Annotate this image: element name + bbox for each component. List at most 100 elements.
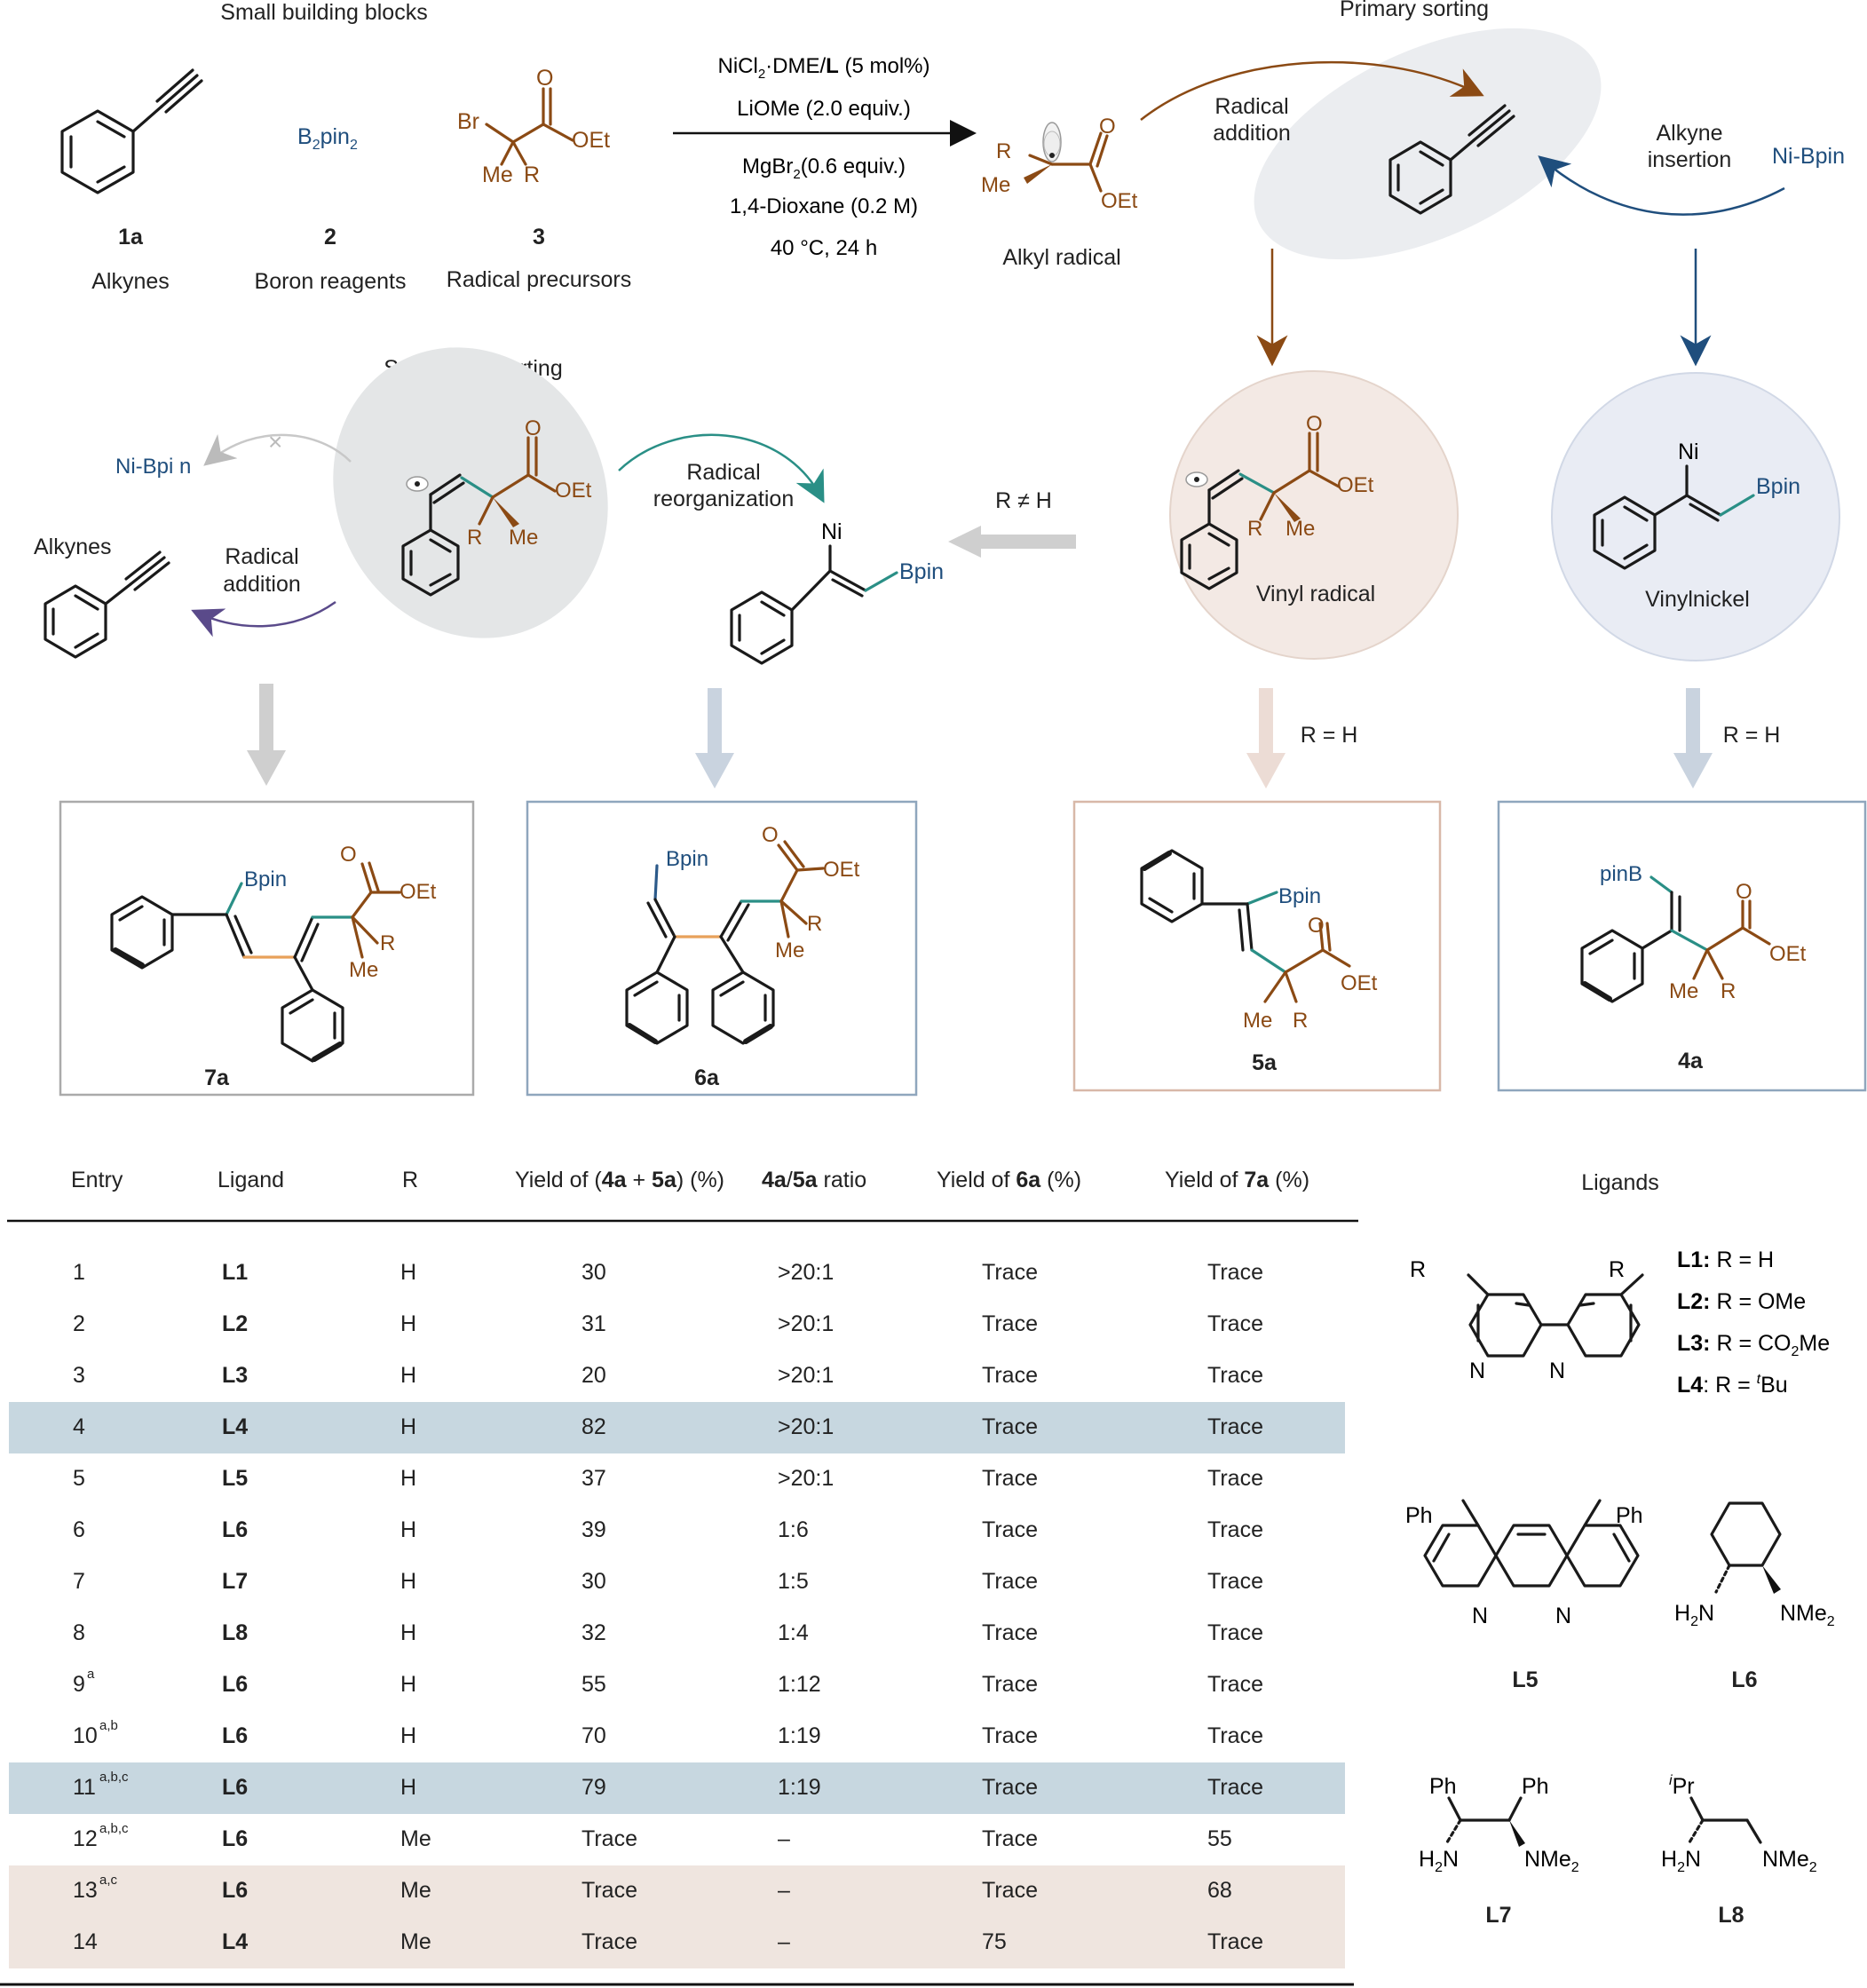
- primary-sorting-bubble: [1254, 28, 1602, 260]
- product-5a-o: O: [1308, 914, 1325, 938]
- cell-entry-footnote: a,b,c: [99, 1821, 129, 1836]
- table-header: Entry Ligand R Yield of (4a + 5a) (%) 4a…: [9, 1150, 1358, 1203]
- cell-y6: Trace: [982, 1672, 1038, 1697]
- vinylnickel-center-bpin: Bpin: [899, 559, 944, 584]
- reagent-1a-id: 1a: [118, 225, 144, 249]
- cell-y45: 20: [581, 1363, 606, 1388]
- blocked-x-icon: ×: [268, 428, 282, 455]
- condition-line-5: 40 °C, 24 h: [771, 236, 877, 260]
- radical-addition-arrow-2: [191, 600, 336, 638]
- cell-ligand: L4: [222, 1929, 249, 1954]
- header-ratio: 4a/5a ratio: [762, 1168, 867, 1192]
- arrow-to-5a: [1246, 688, 1286, 788]
- cell-r: Me: [400, 1826, 431, 1851]
- cell-entry: 10: [73, 1723, 98, 1748]
- ni-bpin-label: Ni-Bpin: [1772, 144, 1845, 169]
- arrow-to-6a: [695, 688, 734, 788]
- vinyl-radical-label: Vinyl radical: [1256, 582, 1375, 606]
- reagent-3-id: 3: [533, 225, 545, 249]
- bipyridine-r-right: R: [1609, 1257, 1625, 1282]
- cell-y45: 32: [581, 1620, 606, 1645]
- cell-y45: 30: [581, 1569, 606, 1594]
- cell-y7: Trace: [1207, 1929, 1263, 1954]
- cell-y6: Trace: [982, 1878, 1038, 1903]
- reagent-3-oet: OEt: [572, 128, 610, 153]
- vinylnickel-bubble: [1551, 372, 1840, 661]
- product-6a-structure: [625, 840, 825, 1045]
- product-7a-me: Me: [349, 958, 378, 982]
- cell-ratio: 1:19: [778, 1723, 821, 1748]
- alkynes-structure: [44, 550, 170, 659]
- header-r: R: [402, 1168, 419, 1192]
- cell-ratio: >20:1: [778, 1414, 835, 1439]
- product-box-7a: [59, 800, 475, 1097]
- secondary-radical-me: Me: [509, 526, 538, 550]
- r-eq-h-label-1: R = H: [1301, 723, 1358, 748]
- product-7a-bpin: Bpin: [244, 867, 287, 891]
- cell-y6: Trace: [982, 1517, 1038, 1542]
- cell-y45: 39: [581, 1517, 606, 1542]
- cell-y45: 55: [581, 1672, 606, 1697]
- ligand-L8-h2n: H2N: [1661, 1847, 1701, 1875]
- product-4a-oet: OEt: [1769, 942, 1807, 966]
- vinylnickel-ni: Ni: [1678, 440, 1699, 464]
- radical-addition-label-1b: addition: [1213, 121, 1291, 146]
- cell-entry-footnote: a,c: [99, 1873, 118, 1888]
- cell-ligand: L6: [222, 1826, 249, 1851]
- ligand-L8-id: L8: [1718, 1903, 1744, 1928]
- cell-entry-footnote: a,b: [99, 1718, 118, 1733]
- cell-y7: Trace: [1207, 1260, 1263, 1285]
- heading-building-blocks: Small building blocks: [220, 0, 427, 25]
- cell-y7: Trace: [1207, 1363, 1263, 1388]
- reagent-2-id: 2: [324, 225, 336, 249]
- cell-y7: Trace: [1207, 1311, 1263, 1336]
- cell-ratio: 1:4: [778, 1620, 809, 1645]
- reagent-1a-caption: Alkynes: [91, 269, 170, 294]
- ligand-L6-nme2: NMe2: [1780, 1601, 1835, 1629]
- product-4a-o: O: [1736, 880, 1752, 904]
- cell-r: H: [400, 1517, 417, 1542]
- cell-ratio: 1:5: [778, 1569, 809, 1594]
- cell-ratio: –: [778, 1826, 790, 1851]
- ligand-L7-id: L7: [1485, 1903, 1511, 1928]
- cell-r: H: [400, 1466, 417, 1491]
- cell-ratio: 1:19: [778, 1775, 821, 1800]
- cell-entry: 12: [73, 1826, 98, 1851]
- product-6a-o: O: [762, 823, 779, 847]
- bipyridine-n-left: N: [1469, 1358, 1485, 1383]
- cell-y6: Trace: [982, 1414, 1038, 1439]
- reagent-3-o: O: [536, 66, 553, 91]
- cell-y7: Trace: [1207, 1723, 1263, 1748]
- reagent-2-formula: B2pin2: [297, 124, 358, 153]
- cell-entry: 3: [73, 1363, 85, 1388]
- product-6a-me: Me: [775, 939, 804, 962]
- ligand-L6-h2n: H2N: [1674, 1601, 1714, 1629]
- ni-bpin-blocked-label: Ni-Bpi n: [115, 455, 191, 479]
- alkyne-insertion-label-b: insertion: [1648, 147, 1732, 172]
- condition-line-4: 1,4-Dioxane (0.2 M): [730, 194, 918, 218]
- alkyl-radical-me: Me: [981, 173, 1010, 197]
- secondary-radical-structure: [401, 436, 557, 597]
- cell-y7: 68: [1207, 1878, 1232, 1903]
- vinylnickel-structure: [1593, 464, 1755, 570]
- product-4a-structure: [1580, 875, 1771, 1003]
- ligands-title: Ligands: [1581, 1170, 1659, 1195]
- bipyridine-structure: [1467, 1273, 1644, 1358]
- secondary-radical-r: R: [467, 526, 482, 550]
- alkyne-insertion-label-a: Alkyne: [1656, 121, 1722, 146]
- alkyl-radical-oet: OEt: [1101, 189, 1138, 213]
- cell-y45: Trace: [581, 1878, 637, 1903]
- header-entry: Entry: [71, 1168, 123, 1192]
- product-5a-id: 5a: [1252, 1050, 1278, 1075]
- cell-ratio: >20:1: [778, 1260, 835, 1285]
- ligand-L1-def: L1: R = H: [1677, 1247, 1774, 1272]
- header-ligand: Ligand: [218, 1168, 285, 1192]
- reagent-3-structure: [485, 87, 574, 166]
- vinylnickel-center-structure: [730, 544, 898, 665]
